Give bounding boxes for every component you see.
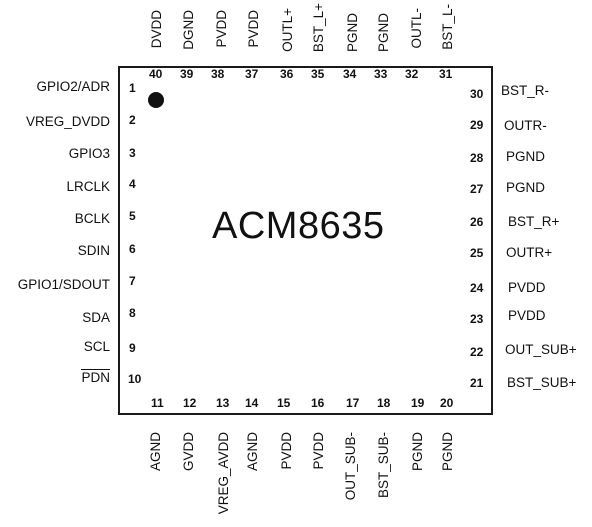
pin-label-22: OUT_SUB+ bbox=[505, 342, 577, 357]
pin-label-9: SCL bbox=[83, 339, 110, 354]
pin-number-21: 21 bbox=[470, 376, 484, 390]
pin-label-30: BST_R- bbox=[501, 83, 550, 98]
pin-number-1: 1 bbox=[129, 81, 136, 95]
pin-label-17: OUT_SUB- bbox=[343, 432, 358, 501]
pin-number-34: 34 bbox=[343, 67, 357, 81]
pin-label-27: PGND bbox=[506, 180, 546, 195]
pin-label-10: PDN bbox=[0, 369, 110, 385]
pin-label-16: PVDD bbox=[311, 432, 326, 470]
pin-label-33: PGND bbox=[376, 13, 391, 53]
pin-number-31: 31 bbox=[439, 67, 453, 81]
pin-number-37: 37 bbox=[245, 67, 259, 81]
pin-label-34: PGND bbox=[345, 13, 360, 53]
pin-label-32: OUTL- bbox=[409, 8, 424, 49]
pin-number-10: 10 bbox=[128, 372, 142, 386]
pin-label-15: PVDD bbox=[279, 432, 294, 470]
pin-label-4: LRCLK bbox=[66, 179, 110, 194]
pin-number-9: 9 bbox=[129, 341, 136, 355]
pin-number-2: 2 bbox=[129, 113, 136, 127]
pin-label-19: PGND bbox=[410, 432, 425, 472]
pin-label-8: SDA bbox=[82, 310, 110, 325]
pin-number-26: 26 bbox=[470, 215, 484, 229]
pin-label-35: BST_L+ bbox=[311, 3, 326, 53]
pin-label-11: AGND bbox=[148, 432, 163, 472]
pin-number-7: 7 bbox=[129, 274, 136, 288]
pin-number-32: 32 bbox=[405, 67, 419, 81]
pin-label-20: PGND bbox=[440, 432, 455, 472]
pin-label-12: GVDD bbox=[181, 432, 196, 472]
pin-label-21: BST_SUB+ bbox=[507, 375, 577, 390]
pin-number-23: 23 bbox=[470, 312, 484, 326]
pin-number-39: 39 bbox=[180, 67, 194, 81]
pin-number-19: 19 bbox=[411, 396, 425, 410]
pin-number-6: 6 bbox=[129, 242, 136, 256]
pin-label-7: GPIO1/SDOUT bbox=[17, 277, 110, 292]
pin-label-25: OUTR+ bbox=[506, 245, 553, 260]
pin-number-3: 3 bbox=[129, 146, 136, 160]
pin-label-1: GPIO2/ADR bbox=[36, 79, 110, 94]
pin-number-12: 12 bbox=[183, 396, 197, 410]
pin-number-16: 16 bbox=[311, 396, 325, 410]
pin-label-10-text: PDN bbox=[81, 369, 110, 385]
pin-label-18: BST_SUB- bbox=[376, 432, 391, 499]
pin-label-5: BCLK bbox=[74, 211, 110, 226]
pin-number-20: 20 bbox=[440, 396, 454, 410]
chip-body bbox=[118, 66, 493, 415]
pin-label-37: PVDD bbox=[246, 10, 261, 48]
pin-number-29: 29 bbox=[470, 118, 484, 132]
chip-name: ACM8635 bbox=[212, 205, 385, 247]
pin-number-5: 5 bbox=[129, 209, 136, 223]
pin-number-17: 17 bbox=[346, 396, 360, 410]
pin-number-15: 15 bbox=[277, 396, 291, 410]
pin-label-26: BST_R+ bbox=[508, 214, 560, 229]
pin-label-38: PVDD bbox=[214, 10, 229, 48]
pin-number-4: 4 bbox=[129, 177, 136, 191]
pin-number-36: 36 bbox=[280, 67, 294, 81]
pin-label-14: AGND bbox=[245, 432, 260, 472]
pin-label-28: PGND bbox=[506, 149, 546, 164]
pin1-marker-dot bbox=[148, 92, 164, 108]
pin-label-36: OUTL+ bbox=[280, 8, 295, 52]
pin-label-6: SDIN bbox=[77, 243, 110, 258]
pin-label-31: BST_L- bbox=[440, 4, 455, 50]
pin-label-2: VREG_DVDD bbox=[25, 114, 110, 129]
pin-number-38: 38 bbox=[211, 67, 225, 81]
pin-number-25: 25 bbox=[470, 246, 484, 260]
pin-number-33: 33 bbox=[374, 67, 388, 81]
pin-number-14: 14 bbox=[245, 396, 259, 410]
pin-label-40: DVDD bbox=[149, 10, 164, 49]
pin-number-24: 24 bbox=[470, 281, 484, 295]
pin-number-13: 13 bbox=[216, 396, 230, 410]
pin-number-27: 27 bbox=[470, 182, 484, 196]
pin-label-13: VREG_AVDD bbox=[216, 432, 231, 515]
pin-number-8: 8 bbox=[129, 306, 136, 320]
pin-label-39: DGND bbox=[181, 10, 196, 50]
pin-label-3: GPIO3 bbox=[68, 146, 110, 161]
pin-number-22: 22 bbox=[470, 345, 484, 359]
pin-number-35: 35 bbox=[311, 67, 325, 81]
pin-number-30: 30 bbox=[470, 87, 484, 101]
pin-label-24: PVDD bbox=[508, 280, 546, 295]
pin-number-40: 40 bbox=[149, 67, 163, 81]
pin-number-18: 18 bbox=[377, 396, 391, 410]
pin-number-28: 28 bbox=[470, 151, 484, 165]
pin-label-23: PVDD bbox=[508, 308, 546, 323]
pin-label-29: OUTR- bbox=[504, 118, 547, 133]
pin-number-11: 11 bbox=[151, 396, 164, 410]
